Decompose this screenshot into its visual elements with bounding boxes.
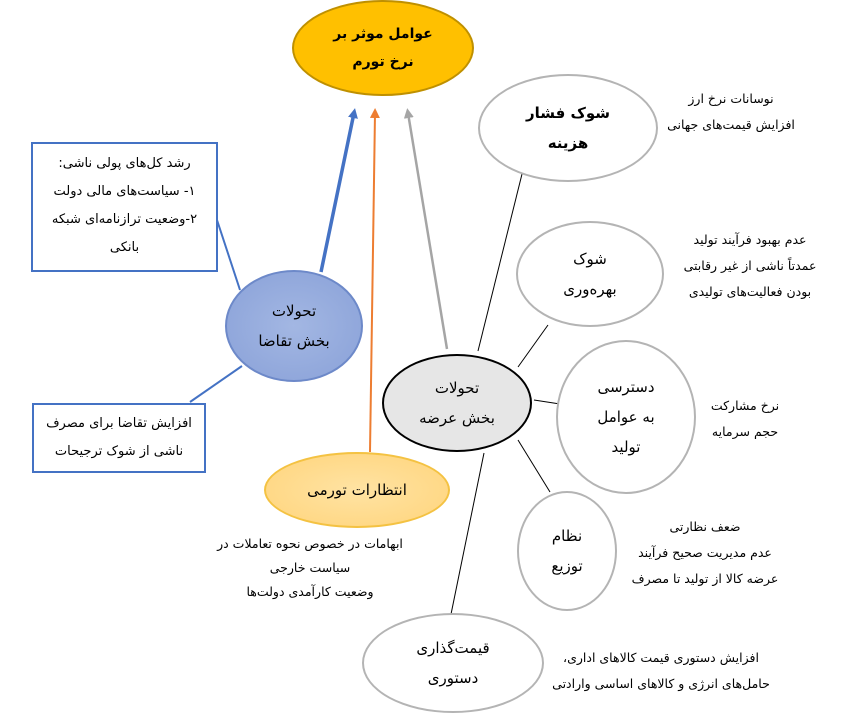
cost-shock-notes: نوسانات نرخ ارز افزایش قیمت‌های جهانی: [662, 86, 800, 138]
factor-access-notes: نرخ مشارکت حجم سرمایه: [700, 393, 790, 445]
access-note-1: نرخ مشارکت: [710, 398, 780, 413]
distribution-note-1: ضعف نظارتی: [669, 519, 741, 534]
demand-label-line-2: بخش تقاضا: [258, 332, 330, 350]
access-label-line-1: دسترسی: [597, 378, 655, 396]
monetary-line-2: ۱- سیاست‌های مالی دولت: [53, 184, 196, 199]
cost-note-2: افزایش قیمت‌های جهانی: [667, 117, 795, 132]
distribution-system-node: نظام توزیع: [517, 491, 617, 611]
consumption-line-1: افزایش تقاضا برای مصرف: [46, 416, 192, 431]
supply-to-price-control-line: [448, 452, 485, 625]
root-label-line-1: عوامل موثر بر: [333, 26, 433, 42]
cost-push-shock-node: شوک فشار هزینه: [478, 74, 658, 182]
expectations-notes: ابهامات در خصوص نحوه تعاملات در سیاست خا…: [192, 532, 428, 604]
access-label-line-2: به عوامل: [597, 408, 655, 426]
price-control-node: قیمت‌گذاری دستوری: [362, 613, 544, 713]
productivity-note-1: عدم بهبود فرآیند تولید: [693, 232, 807, 247]
supply-label-line-2: بخش عرضه: [419, 409, 495, 427]
distribution-label-line-2: توزیع: [551, 557, 583, 575]
price-label-line-2: دستوری: [427, 669, 479, 687]
price-note-1: افزایش دستوری قیمت کالاهای اداری،: [563, 650, 759, 665]
monetary-line-3: ۲-وضعیت ترازنامه‌ای شبکه: [51, 212, 198, 227]
supply-to-productivity-line: [517, 324, 549, 368]
productivity-note-2: عمدتاً ناشی از غیر رقابتی: [683, 258, 817, 273]
expectations-note-2: سیاست خارجی: [269, 560, 351, 575]
productivity-label-line-2: بهره‌وری: [563, 280, 617, 298]
consumption-line-2: ناشی از شوک ترجیحات: [54, 444, 184, 459]
productivity-shock-node: شوک بهره‌وری: [516, 221, 664, 327]
distribution-note-3: عرضه کالا از تولید تا مصرف: [631, 571, 779, 586]
demand-label-line-1: تحولات: [271, 302, 317, 320]
supply-to-cost-line: [477, 173, 523, 352]
supply-label-line-1: تحولات: [434, 379, 480, 397]
inflation-expectations-node: انتظارات تورمی: [264, 452, 450, 528]
supply-to-distribution-line: [517, 439, 551, 493]
expectations-label: انتظارات تورمی: [307, 481, 407, 499]
distribution-notes: ضعف نظارتی عدم مدیریت صحیح فرآیند عرضه ک…: [630, 514, 780, 592]
monetary-line-1: رشد کل‌های پولی ناشی:: [58, 156, 191, 171]
demand-side-node: تحولات بخش تقاضا: [225, 270, 363, 382]
supply-to-access-line: [533, 399, 561, 405]
productivity-label-line-1: شوک: [573, 250, 607, 268]
root-label-line-2: نرخ تورم: [352, 54, 414, 70]
distribution-label-line-1: نظام: [551, 527, 583, 545]
cost-label-line-2: هزینه: [547, 134, 589, 152]
expectations-note-1: ابهامات در خصوص نحوه تعاملات در: [217, 536, 403, 551]
access-note-2: حجم سرمایه: [711, 424, 779, 439]
access-label-line-3: تولید: [611, 438, 641, 456]
demand-to-consumption-box-line: [189, 365, 243, 403]
monetary-growth-box: رشد کل‌های پولی ناشی: ۱- سیاست‌های مالی …: [31, 142, 218, 272]
demand-to-root-arrow: [319, 108, 358, 273]
price-note-2: حامل‌های انرژی و کالاهای اساسی وارادتی: [552, 676, 770, 691]
factor-access-node: دسترسی به عوامل تولید: [556, 340, 696, 494]
distribution-note-2: عدم مدیریت صحیح فرآیند: [638, 545, 772, 560]
price-label-line-1: قیمت‌گذاری: [416, 639, 490, 657]
productivity-shock-notes: عدم بهبود فرآیند تولید عمدتاً ناشی از غی…: [680, 227, 820, 305]
cost-label-line-1: شوک فشار: [525, 104, 611, 122]
consumption-demand-box: افزایش تقاضا برای مصرف ناشی از شوک ترجیح…: [32, 403, 206, 473]
expectations-note-3: وضعیت کارآمدی دولت‌ها: [246, 584, 374, 599]
demand-to-money-box-line: [216, 219, 241, 291]
monetary-line-4: بانکی: [109, 240, 140, 255]
cost-note-1: نوسانات نرخ ارز: [688, 91, 774, 106]
supply-side-node: تحولات بخش عرضه: [382, 354, 532, 452]
expectations-to-root-arrow: [369, 108, 380, 453]
supply-to-root-arrow: [403, 108, 449, 350]
productivity-note-3: بودن فعالیت‌های تولیدی: [688, 284, 812, 299]
root-node-inflation-factors: عوامل موثر بر نرخ تورم: [292, 0, 474, 96]
price-control-notes: افزایش دستوری قیمت کالاهای اداری، حامل‌ه…: [548, 645, 774, 697]
